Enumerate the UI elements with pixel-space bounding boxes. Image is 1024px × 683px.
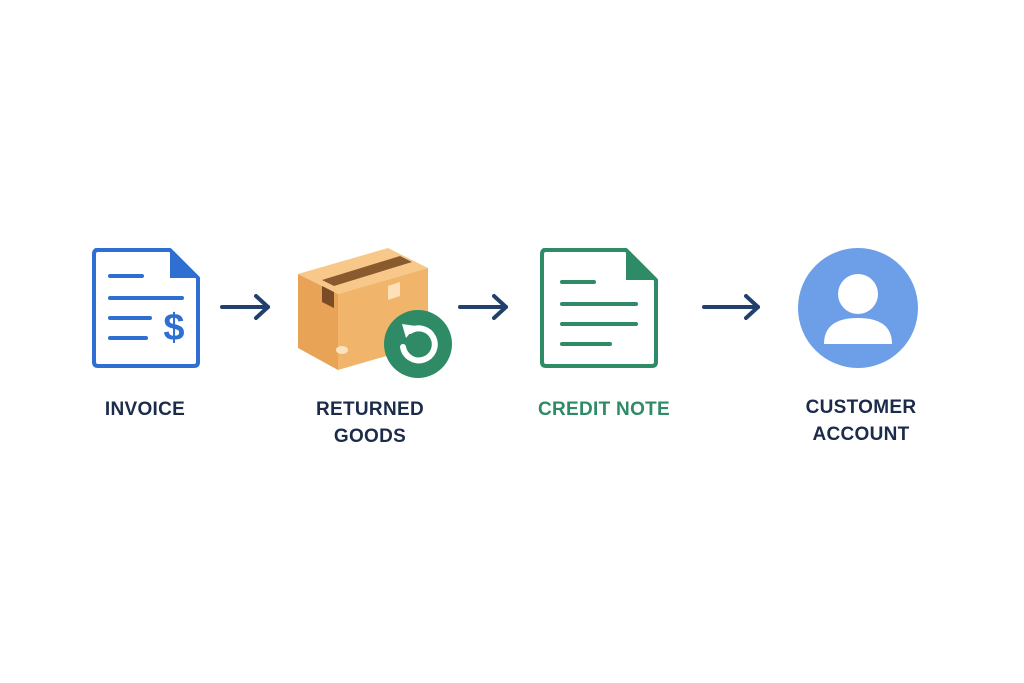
- step-label-credit-note: CREDIT NOTE: [537, 399, 671, 420]
- return-box-icon: [298, 248, 452, 378]
- svg-text:$: $: [163, 307, 184, 349]
- credit-note-document-icon: [540, 248, 658, 368]
- arrow-right-icon: [458, 294, 508, 320]
- arrow-right-icon: [702, 294, 760, 320]
- step-label-customer-account: CUSTOMER ACCOUNT: [805, 397, 917, 445]
- step-label-returned-goods: RETURNED GOODS: [316, 399, 424, 447]
- step-label-invoice: INVOICE: [104, 399, 186, 420]
- customer-avatar-icon: [798, 248, 918, 368]
- invoice-document-icon: $: [92, 248, 200, 368]
- arrow-right-icon: [220, 294, 270, 320]
